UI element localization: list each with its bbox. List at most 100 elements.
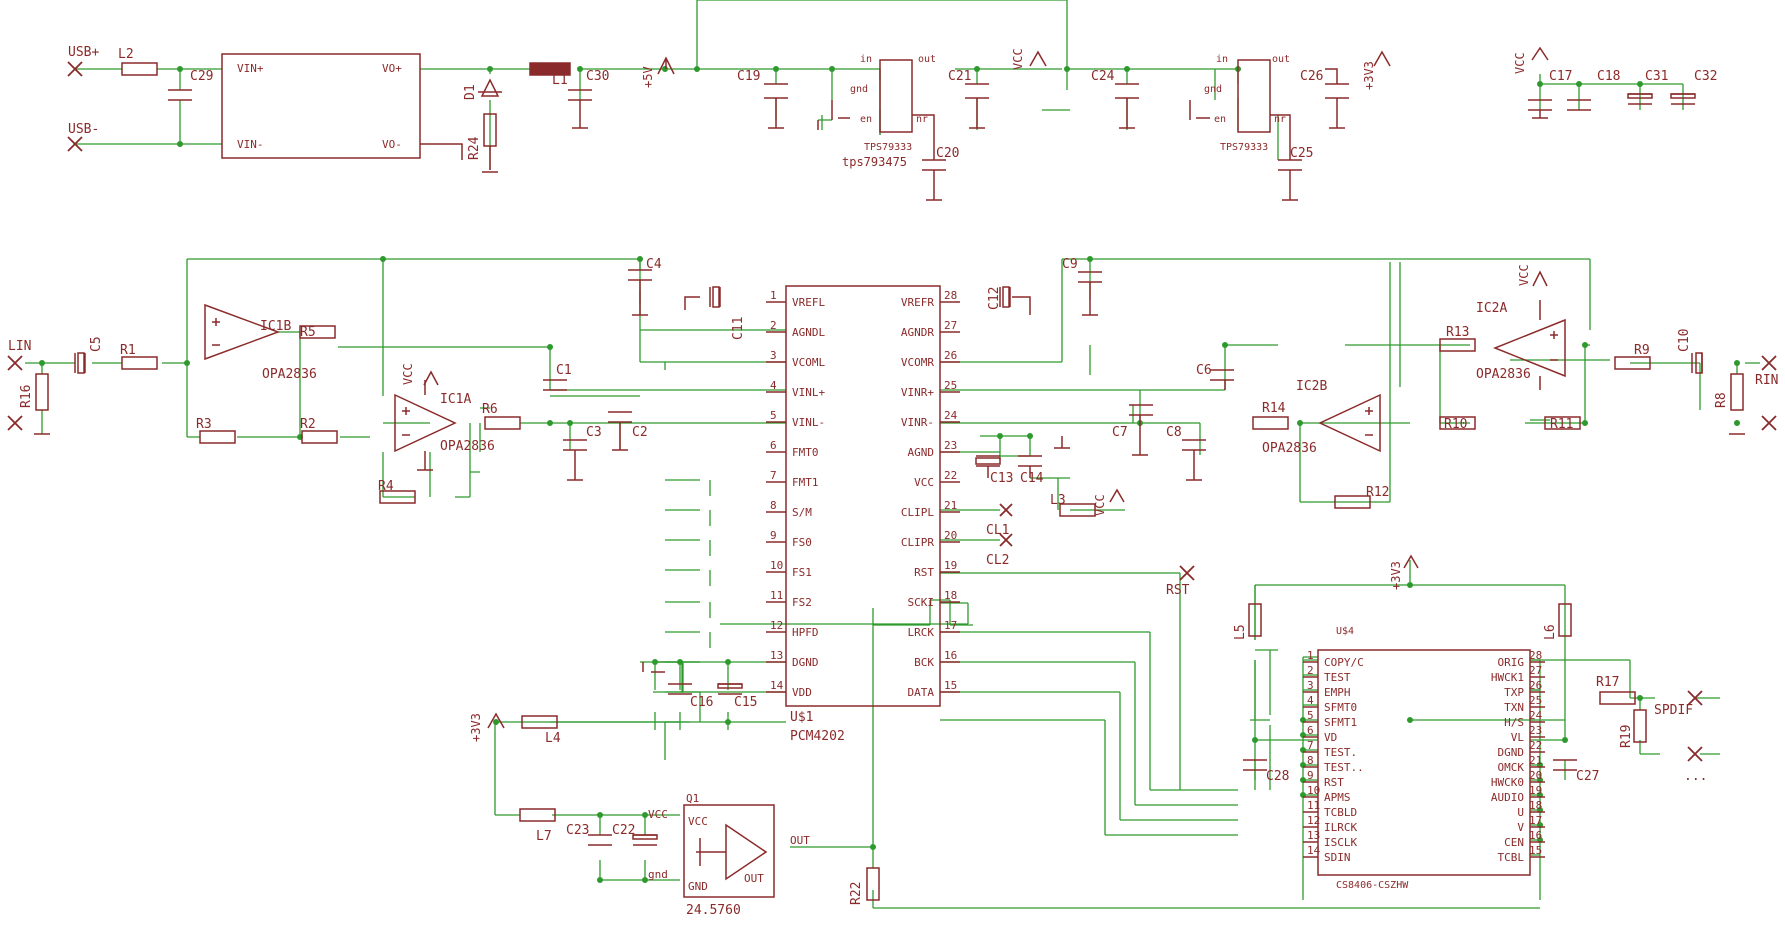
label-vcc-4: VCC — [1517, 264, 1531, 286]
cs-left-pin-name: ISCLK — [1324, 836, 1357, 849]
cs-left-pin-number: 12 — [1307, 814, 1320, 827]
label-osc-out: OUT — [790, 834, 810, 847]
label-vcc-3: VCC — [401, 363, 415, 385]
cs-right-pin-number: 21 — [1529, 754, 1542, 767]
label-r19: R19 — [1619, 725, 1634, 748]
label-r24: R24 — [467, 136, 482, 160]
cs-left-pin-name: TCBLD — [1324, 806, 1357, 819]
label-reg1-in: in — [860, 54, 872, 65]
pcm-left-pin-number: 11 — [770, 589, 783, 602]
label-ic2b: IC2B — [1296, 379, 1327, 394]
cs-left-pin-name: ILRCK — [1324, 821, 1357, 834]
label-c14: C14 — [1020, 471, 1044, 486]
pcm-right-pin-name: VCC — [914, 476, 934, 489]
cs-left-pin-name: APMS — [1324, 791, 1351, 804]
label-usb-plus: USB+ — [68, 45, 99, 60]
pcm-right-pin-number: 23 — [944, 439, 957, 452]
cs-right-pin-name: U — [1517, 806, 1524, 819]
label-c4: C4 — [646, 257, 662, 272]
cs-right-pin-number: 23 — [1529, 724, 1542, 737]
pcm-left-pin-name: FS2 — [792, 596, 812, 609]
power-section — [67, 46, 1696, 201]
cs-right-pin-number: 19 — [1529, 784, 1542, 797]
pcm-left-pin-number: 10 — [770, 559, 783, 572]
cs-left-pin-name: COPY/C — [1324, 656, 1364, 669]
pcm-left-pin-name: FMT1 — [792, 476, 819, 489]
label-ic1a: IC1A — [440, 392, 471, 407]
cs-left-pin-number: 5 — [1307, 709, 1314, 722]
cs-right-pin-number: 24 — [1529, 709, 1543, 722]
label-ic1b: IC1B — [260, 319, 291, 334]
pcm-left-pin-name: FMT0 — [792, 446, 819, 459]
cs-right-pin-name: DGND — [1498, 746, 1525, 759]
label-r6: R6 — [482, 402, 498, 417]
label-c25: C25 — [1290, 146, 1313, 161]
label-r8: R8 — [1714, 392, 1729, 408]
cs-left-pin-name: VD — [1324, 731, 1337, 744]
cs-right-pin-number: 15 — [1529, 844, 1542, 857]
label-r10: R10 — [1444, 417, 1467, 432]
cs-left-pin-number: 2 — [1307, 664, 1314, 677]
label-c7: C7 — [1112, 425, 1128, 440]
cs-left-pin-number: 14 — [1307, 844, 1321, 857]
cs-left-pin-number: 9 — [1307, 769, 1314, 782]
cs-right-pin-number: 26 — [1529, 679, 1542, 692]
pcm-right-pin-name: VINR+ — [901, 386, 934, 399]
pcm-left-pin-number: 12 — [770, 619, 783, 632]
label-ic1b-part: OPA2836 — [262, 367, 317, 382]
label-r16: R16 — [19, 385, 34, 408]
pcm-left-pin-name: S/M — [792, 506, 812, 519]
cs8406-chip: 1COPY/C2TEST3EMPH4SFMT05SFMT16VD7TEST.8T… — [1243, 554, 1703, 876]
pcm-right-pin-name: VREFR — [901, 296, 934, 309]
pcm-right-pin-number: 25 — [944, 379, 957, 392]
cs-left-pin-name: SDIN — [1324, 851, 1351, 864]
label-q1-out: OUT — [744, 872, 764, 885]
label-reg2-en: en — [1214, 114, 1226, 125]
label-c32: C32 — [1694, 69, 1717, 84]
junction-dots — [39, 66, 1740, 883]
label-vo-minus: VO- — [382, 138, 402, 151]
cs-right-pin-number: 17 — [1529, 814, 1542, 827]
cs-left-pin-number: 3 — [1307, 679, 1314, 692]
pcm-left-pin-name: FS0 — [792, 536, 812, 549]
cs-right-pin-number: 22 — [1529, 739, 1542, 752]
label-r17: R17 — [1596, 675, 1619, 690]
label-rst: RST — [1166, 583, 1190, 598]
pcm-right-pin-name: RST — [914, 566, 934, 579]
label-r12: R12 — [1366, 485, 1389, 500]
label-c18: C18 — [1597, 69, 1620, 84]
label-q1: Q1 — [686, 792, 699, 805]
label-c27: C27 — [1576, 769, 1599, 784]
label-plus3v3-2: +3V3 — [469, 713, 483, 742]
pcm-left-pin-number: 1 — [770, 289, 777, 302]
label-c15: C15 — [734, 695, 757, 710]
label-c11: C11 — [731, 317, 746, 340]
label-r3: R3 — [196, 417, 212, 432]
label-spdif: SPDIF — [1654, 703, 1693, 718]
cs-right-pin-number: 18 — [1529, 799, 1542, 812]
text-labels: USB+ USB- L2 C29 VIN+ VIN- VO+ VO- D1 R2… — [8, 45, 1778, 918]
label-reg1-nr: nr — [916, 114, 928, 125]
pcm-right-pin-number: 26 — [944, 349, 957, 362]
label-vcc-2: VCC — [1513, 52, 1527, 74]
label-vcc-5: VCC — [1093, 494, 1107, 516]
label-plus3v3-3: +3V3 — [1389, 561, 1403, 590]
label-reg1-out: out — [918, 54, 936, 65]
label-c2: C2 — [632, 425, 648, 440]
cs-left-pin-name: TEST. — [1324, 746, 1357, 759]
label-c1: C1 — [556, 363, 572, 378]
pcm-right-pin-number: 19 — [944, 559, 957, 572]
label-c24: C24 — [1091, 69, 1115, 84]
pcm-left-pin-name: VREFL — [792, 296, 825, 309]
pcm-right-pin-number: 27 — [944, 319, 957, 332]
label-c5: C5 — [89, 336, 104, 352]
pcm-left-pin-number: 2 — [770, 319, 777, 332]
cs-left-pin-number: 1 — [1307, 649, 1314, 662]
cs-right-pin-name: VL — [1511, 731, 1525, 744]
right-analog-section — [642, 270, 1777, 695]
label-c9: C9 — [1062, 257, 1078, 272]
label-usb-minus: USB- — [68, 122, 99, 137]
cs-left-pin-name: TEST — [1324, 671, 1351, 684]
label-reg1-value: tps793475 — [842, 155, 907, 169]
